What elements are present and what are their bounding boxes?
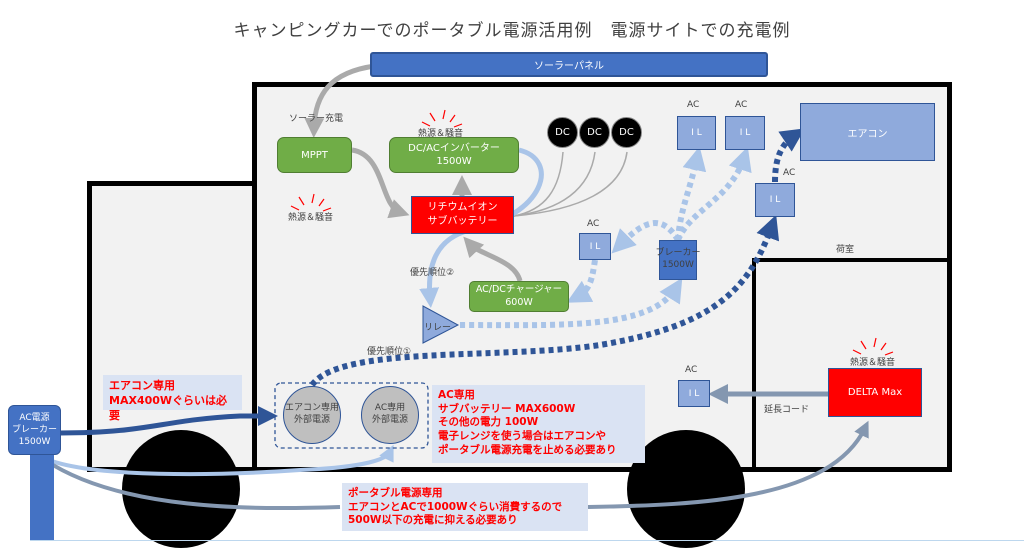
extension-cord-label: 延長コード <box>764 405 810 415</box>
solar-arrow <box>304 63 376 138</box>
relay-breaker-line <box>459 277 683 329</box>
note-portable-line2: エアコンとACで1000Wぐらい消費するので <box>348 500 563 513</box>
ac-ext-line1: AC専用 <box>374 403 406 414</box>
site-breaker-box: AC電源ブレーカー 1500W <box>8 405 61 455</box>
ac-outlet: I L <box>725 116 765 150</box>
heat-noise-label: 熱源＆騒音 <box>418 129 464 139</box>
note-ac-line5: ポータブル電源充電を止める必要あり <box>438 443 617 456</box>
site-breaker-post <box>30 452 54 540</box>
battery-box: リチウムイオンサブバッテリー <box>411 196 514 234</box>
aircon-ext-line1: エアコン専用 <box>284 403 339 414</box>
relay-label: リレー <box>424 323 452 333</box>
breaker-ac1-line <box>675 146 707 241</box>
ac-external-power: AC専用外部電源 <box>361 386 419 444</box>
front-wheel <box>122 430 240 548</box>
note-aircon-line2: MAX400Wぐらいは必要 <box>109 393 228 422</box>
site-portable-cable <box>43 428 865 511</box>
cargo-room <box>752 258 952 472</box>
cargo-room-label: 荷室 <box>836 245 855 255</box>
note-portable-line3: 500W以下の充電に抑える必要あり <box>348 514 518 527</box>
ac-label: AC <box>587 219 600 229</box>
charger-name: AC/DCチャージャー <box>475 284 563 296</box>
note-ac-line3: その他の電力 100W <box>438 416 539 429</box>
ac-label: AC <box>685 365 698 375</box>
breaker-ac2-line <box>675 146 752 242</box>
note-ac-line4: 電子レンジを使う場合はエアコンや <box>438 429 606 442</box>
site-breaker-line3: 1500W <box>18 437 51 448</box>
priority1-label: 優先順位① <box>367 347 412 357</box>
ground-line <box>30 540 1024 541</box>
ac3-charger-line <box>566 259 598 303</box>
site-aircon-cable <box>59 406 278 436</box>
note-ac-line1: AC専用 <box>438 389 475 401</box>
delta-max-box: DELTA Max <box>828 368 922 417</box>
ac-outlet: I L <box>579 233 611 260</box>
relay-triangle <box>422 305 460 344</box>
heat-marks <box>290 109 894 356</box>
ac-ext-line2: 外部電源 <box>371 415 408 425</box>
note-ac-line2: サブバッテリー MAX600W <box>438 402 576 415</box>
aircon-unit: エアコン <box>800 103 935 161</box>
ac-outlet: I L <box>677 116 716 150</box>
dc-outlet: DC <box>547 117 578 148</box>
site-breaker-line1: AC電源 <box>19 412 50 423</box>
breaker-name: ブレーカー <box>655 248 701 259</box>
note-aircon-line1: エアコン専用 <box>109 379 175 392</box>
inverter-watt: 1500W <box>436 156 472 167</box>
dc-outlet: DC <box>611 117 642 148</box>
heat-noise-label: 熱源＆騒音 <box>850 358 896 368</box>
ac-outlet: I L <box>678 380 710 407</box>
solar-panel: ソーラーパネル <box>370 52 768 77</box>
battery-line2: サブバッテリー <box>427 216 498 227</box>
external-power-box <box>274 382 429 449</box>
dc-lines <box>513 151 628 217</box>
ac-label: AC <box>735 100 748 110</box>
ac-outlet: I L <box>755 183 795 217</box>
heat-noise-label: 熱源＆騒音 <box>288 213 334 223</box>
mppt-box: MPPT <box>277 137 352 173</box>
ac-label: AC <box>687 100 700 110</box>
page-title: キャンピングカーでのポータブル電源活用例 電源サイトでの充電例 <box>233 21 791 41</box>
charger-battery-arrow <box>463 236 523 282</box>
battery-line1: リチウムイオン <box>427 202 498 213</box>
inverter-name: DC/ACインバーター <box>408 143 500 154</box>
breaker-ac3-line <box>611 220 681 254</box>
charger-watt: 600W <box>505 296 533 308</box>
solar-charge-label: ソーラー充電 <box>289 114 344 124</box>
ac-label: AC <box>783 168 796 178</box>
note-portable-line1: ポータブル電源専用 <box>348 487 443 499</box>
site-ac-cable <box>36 444 394 477</box>
breaker-watt: 1500W <box>662 260 694 270</box>
dc-outlet: DC <box>579 117 610 148</box>
mppt-battery-arrow <box>351 147 410 219</box>
inverter-box: DC/ACインバーター 1500W <box>389 137 519 173</box>
priority2-label: 優先順位② <box>410 268 455 278</box>
site-breaker-line2: ブレーカー <box>11 424 57 435</box>
aircon-ext-line2: 外部電源 <box>293 415 330 425</box>
rear-wheel <box>627 430 745 548</box>
aircon-external-power: エアコン専用外部電源 <box>283 386 341 444</box>
ac-aircon-line <box>772 128 805 183</box>
